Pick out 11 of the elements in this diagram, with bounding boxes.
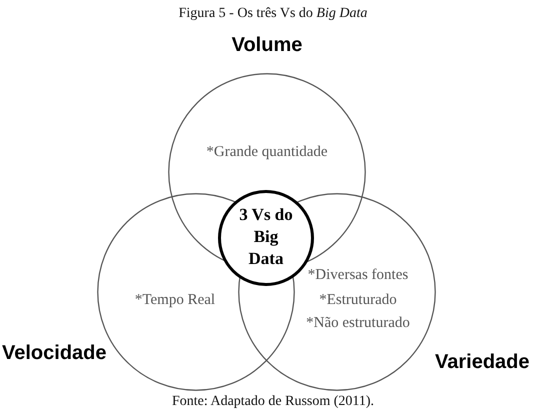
figure-title: Figura 5 - Os três Vs do Big Data <box>178 6 368 22</box>
bullet-text: *Tempo Real <box>134 291 216 309</box>
center-label: 3 Vs do Big Data <box>238 204 294 270</box>
set-heading: Volume <box>230 33 304 57</box>
bullet-text: *Não estruturado <box>305 314 411 332</box>
bullet-text: *Estruturado <box>318 291 398 309</box>
set-heading: Variedade <box>435 350 530 374</box>
set-heading: Velocidade <box>2 341 106 365</box>
bullet-text: *Diversas fontes <box>306 266 410 284</box>
figure-caption: Fonte: Adaptado de Russom (2011). <box>170 394 376 410</box>
bullet-text: *Grande quantidade <box>205 143 329 161</box>
